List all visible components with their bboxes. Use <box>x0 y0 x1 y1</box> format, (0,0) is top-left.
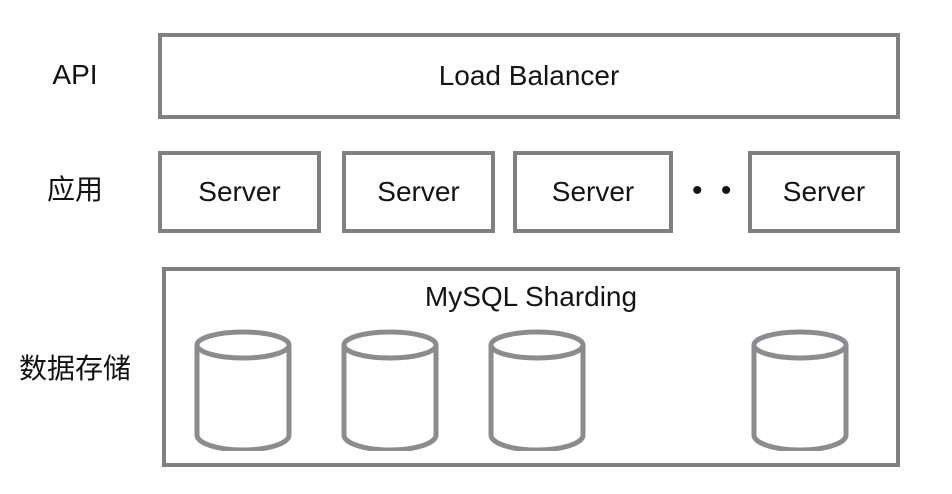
row-label-api: API <box>52 59 98 90</box>
server-box-2: Server <box>342 151 495 233</box>
server-box-1: Server <box>158 151 321 233</box>
server-box-3: Server <box>513 151 673 233</box>
database-cylinder-icon-4 <box>750 329 850 451</box>
database-cylinder-icon-2 <box>340 329 440 451</box>
database-cylinder-icon-3 <box>487 329 587 451</box>
database-cylinder-icon-1 <box>193 329 293 451</box>
server-box-4: Server <box>748 151 900 233</box>
row-label-data-storage: 数据存储 <box>18 353 131 384</box>
load-balancer-box: Load Balancer <box>158 33 900 119</box>
server-row-ellipsis: • • • <box>692 174 766 207</box>
mysql-sharding-label: MySQL Sharding <box>424 281 638 312</box>
server-label-1: Server <box>198 176 281 207</box>
storage-tier-box: MySQL Sharding • • • <box>162 267 900 467</box>
server-label-3: Server <box>551 176 635 207</box>
row-label-application: 应用 <box>46 174 103 205</box>
server-label-4: Server <box>782 176 866 207</box>
server-label-2: Server <box>377 176 460 207</box>
load-balancer-label: Load Balancer <box>438 60 620 91</box>
